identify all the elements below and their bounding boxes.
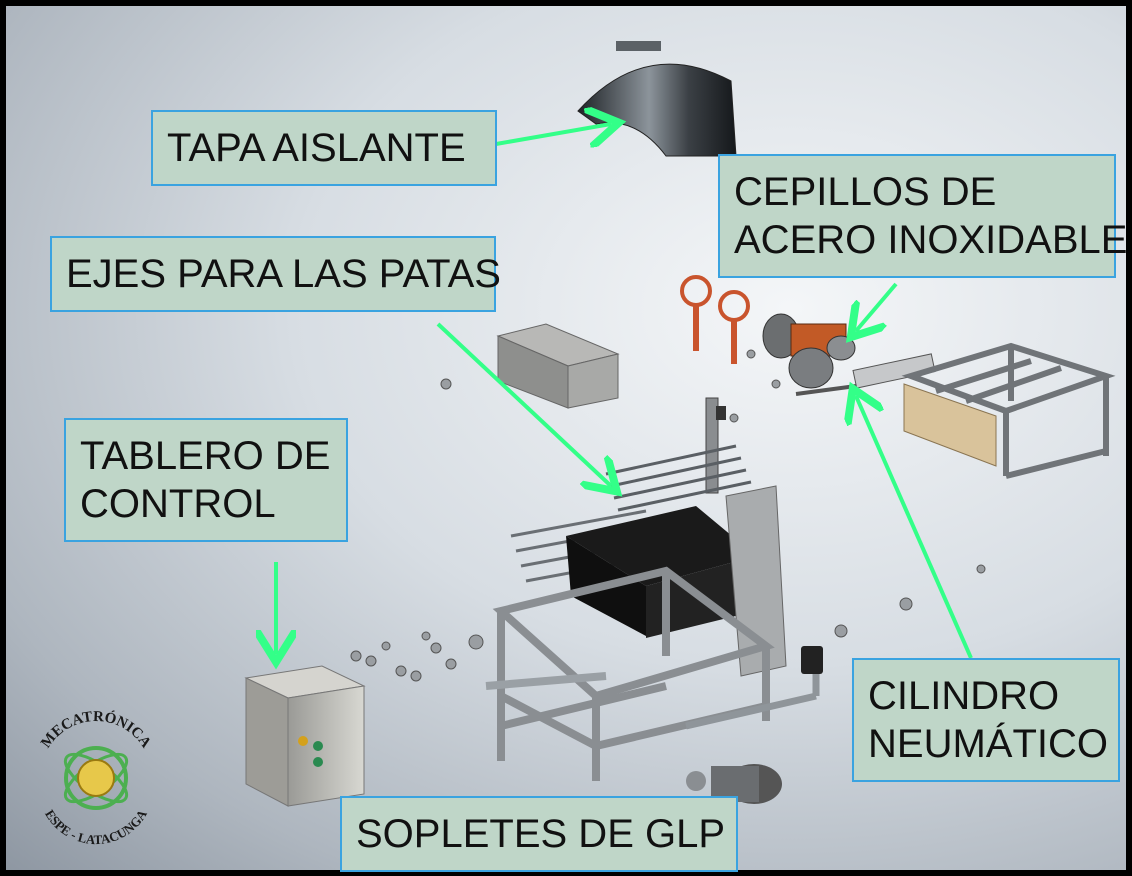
grey-box-part (496, 323, 620, 409)
label-line: EJES PARA LAS PATAS (66, 252, 501, 296)
gear-icon (77, 759, 115, 797)
label-line: NEUMÁTICO (868, 722, 1108, 766)
label-sopletes: SOPLETES DE GLP (340, 796, 738, 872)
label-line: CILINDRO (868, 674, 1060, 718)
label-tablero: TABLERO DE CONTROL (64, 418, 348, 542)
label-ejes: EJES PARA LAS PATAS (50, 236, 501, 312)
vertical-post-part (705, 397, 726, 494)
label-tapa-aislante: TAPA AISLANTE (151, 110, 497, 186)
insulating-lid-part (577, 41, 737, 157)
label-line: TAPA AISLANTE (167, 126, 466, 170)
logo-top-text: MECATRÓNICA (38, 709, 154, 751)
callout-arrows (276, 124, 973, 659)
hardware-parts (350, 349, 986, 682)
machine-drawing (244, 41, 1116, 807)
brushes-part (680, 275, 856, 389)
label-line: TABLERO DE (80, 434, 331, 478)
axle-rods-part (605, 444, 752, 512)
exploded-view-scene: MECATRÓNICA ESPE - LATACUNGA TAPA AISLAN… (6, 6, 1128, 872)
label-cepillos: CEPILLOS DE ACERO INOXIDABLE (718, 154, 1128, 278)
right-frame-part (901, 342, 1116, 479)
arrow-cepillos (856, 282, 898, 331)
label-cilindro: CILINDRO NEUMÁTICO (852, 658, 1120, 782)
label-line: CEPILLOS DE (734, 170, 997, 214)
label-line: CONTROL (80, 482, 276, 526)
wood-board (903, 383, 997, 467)
logo-bottom-text: ESPE - LATACUNGA (42, 806, 150, 847)
label-line: ACERO INOXIDABLE (734, 218, 1128, 262)
control-panel-part (244, 665, 366, 807)
arrow-ejes (436, 322, 611, 486)
mecatronica-logo: MECATRÓNICA ESPE - LATACUNGA (38, 709, 154, 848)
gas-pipe-part (485, 646, 823, 791)
arrow-tapa (495, 124, 611, 144)
arrow-cilindro (856, 396, 973, 659)
label-line: SOPLETES DE GLP (356, 812, 726, 856)
atom-icon (64, 746, 128, 810)
